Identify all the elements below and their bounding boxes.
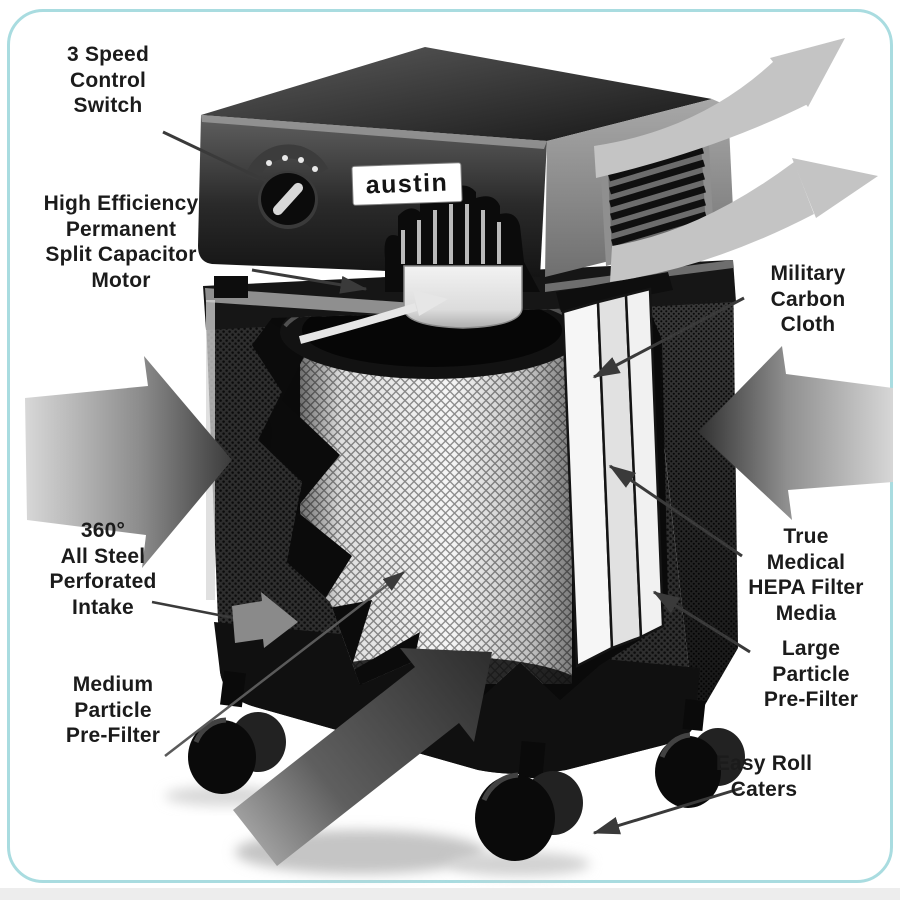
large-prefilter-panel: [624, 287, 665, 639]
control-knob: [245, 144, 329, 229]
leader-casters: [592, 786, 743, 835]
intake-arrow-left: [25, 356, 232, 568]
label-hepa-media: True Medical HEPA Filter Media: [748, 525, 864, 625]
motor-assembly: [384, 185, 540, 329]
leader-carbon-cloth: [592, 296, 745, 379]
outflow-arrow-lower: [610, 162, 814, 282]
caster-shadow: [450, 852, 590, 876]
label-intake: 360° All Steel Perforated Intake: [49, 519, 157, 619]
label-speed-switch: 3 Speed Control Switch: [67, 43, 149, 118]
leader-motor: [251, 268, 368, 294]
brand-badge: austin: [351, 162, 463, 206]
knob-pointer: [272, 182, 304, 216]
leader-intake: [151, 600, 235, 620]
knob-crown: [245, 144, 329, 181]
right-face-shading: [648, 262, 738, 722]
outflow-arrows: [594, 38, 878, 282]
leader-lines: [151, 130, 751, 835]
head-foot: [214, 276, 248, 298]
intake-pointer-arrow: [232, 592, 298, 648]
leader-hepa-media: [608, 464, 743, 558]
label-medium-prefilter: Medium Particle Pre-Filter: [65, 673, 161, 748]
intake-arrow-bottom: [233, 648, 492, 866]
caster-center: [475, 741, 583, 861]
panel-holder: [556, 272, 673, 312]
caster-right: [655, 699, 745, 808]
head-top-edge-highlight: [201, 115, 547, 149]
motor-pointer-arrow: [298, 290, 448, 344]
label-carbon-cloth: Military Carbon Cloth: [770, 262, 846, 337]
outflow-arrow-upper: [594, 61, 810, 178]
label-casters: Easy Roll Caters: [715, 752, 813, 801]
head-top-face: [201, 47, 712, 141]
leader-large-prefilter: [652, 590, 751, 654]
label-large-prefilter: Large Particle Pre-Filter: [763, 637, 859, 712]
intake-arrow-right: [698, 346, 893, 520]
bottom-margin-strip: [0, 888, 900, 900]
label-motor: High Efficiency Permanent Split Capacito…: [43, 192, 199, 292]
leader-speed-switch: [162, 130, 267, 183]
leader-medium-prefilter: [164, 571, 405, 757]
motor-fin-gaps: [401, 204, 501, 264]
motor-cylinder: [403, 265, 523, 329]
